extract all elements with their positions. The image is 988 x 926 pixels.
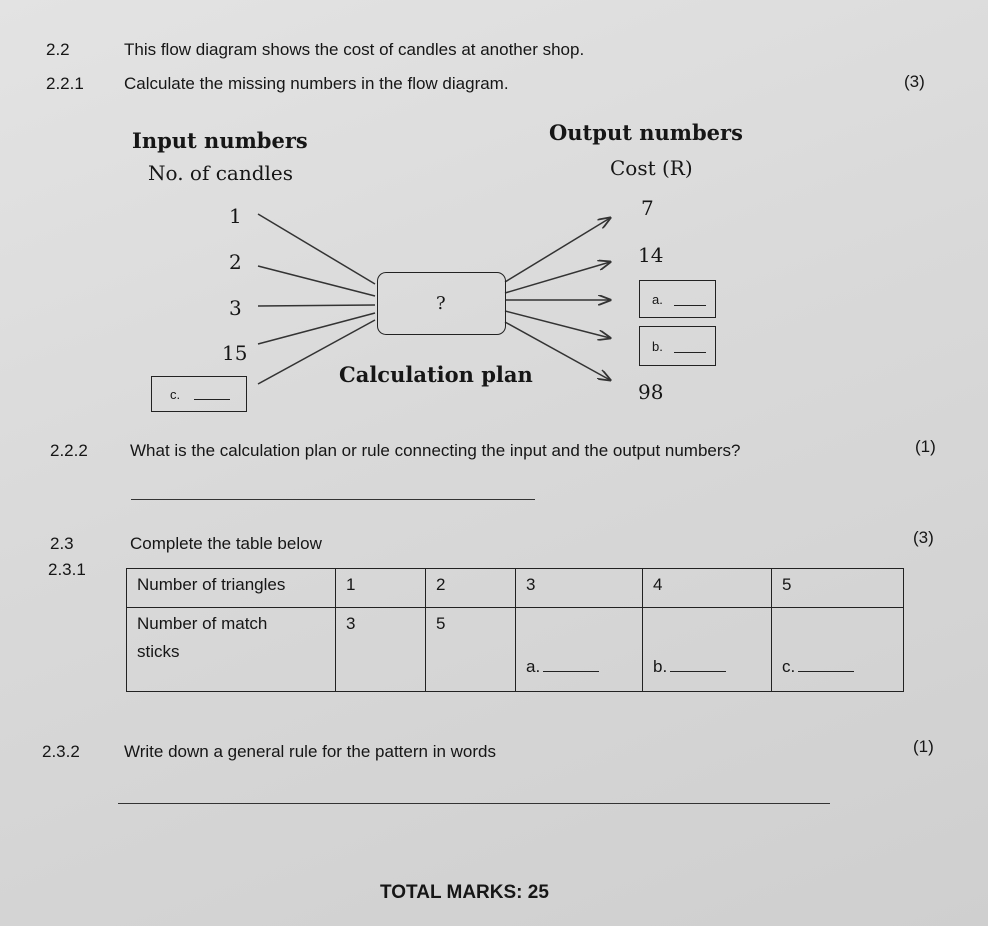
output-arrow-b — [504, 310, 610, 338]
q2-3-2-text: Write down a general rule for the patter… — [124, 742, 496, 761]
q2-3-number: 2.3 — [50, 534, 74, 553]
table-answer-cell-b[interactable]: b. — [642, 607, 772, 692]
input-answer-label-c: c. — [170, 387, 181, 402]
input-value-2: 2 — [229, 250, 242, 274]
calculation-plan-symbol: ? — [436, 293, 446, 314]
q2-2-1-number: 2.2.1 — [46, 74, 84, 93]
total-marks: TOTAL MARKS: 25 — [380, 882, 549, 903]
input-answer-box-c[interactable]: c. — [151, 376, 247, 412]
table-cell: 2 — [425, 568, 516, 608]
input-value-3: 3 — [229, 296, 242, 320]
output-answer-label-b: b. — [652, 339, 663, 354]
output-answer-blank-b[interactable] — [674, 352, 706, 353]
q2-2-2-text: What is the calculation plan or rule con… — [130, 441, 741, 460]
pattern-table: Number of triangles 1 2 3 4 5 Number of … — [126, 568, 904, 692]
q2-2-text: This flow diagram shows the cost of cand… — [124, 40, 585, 59]
output-value-7: 7 — [641, 196, 654, 220]
table-cell: 5 — [425, 607, 516, 692]
q2-3-2-marks: (1) — [913, 737, 934, 756]
table-row-matchsticks: Number of match sticks 3 5 a. b. c. — [126, 607, 904, 692]
table-cell: 5 — [771, 568, 904, 608]
table-header-matchsticks-line1: Number of match — [137, 614, 268, 633]
q2-3-text: Complete the table below — [130, 534, 322, 553]
output-arrow-14 — [504, 262, 610, 294]
calculation-plan-box: ? — [377, 272, 506, 335]
output-answer-box-a[interactable]: a. — [639, 280, 716, 318]
output-answer-box-b[interactable]: b. — [639, 326, 716, 366]
input-numbers-subtitle: No. of candles — [148, 161, 294, 185]
q2-3-1-number: 2.3.1 — [48, 560, 86, 579]
table-cell: 3 — [335, 607, 426, 692]
output-answer-label-a: a. — [652, 292, 663, 307]
output-answer-blank-a[interactable] — [674, 305, 706, 306]
input-line-3 — [257, 304, 376, 307]
q2-3-2-number: 2.3.2 — [42, 742, 80, 761]
table-header-triangles: Number of triangles — [126, 568, 336, 608]
q2-2-2-answer-line[interactable] — [131, 499, 535, 500]
calculation-plan-label: Calculation plan — [339, 362, 533, 387]
output-value-98: 98 — [638, 380, 664, 404]
table-cell: 3 — [515, 568, 643, 608]
input-numbers-title: Input numbers — [132, 128, 308, 153]
q2-3-2-answer-line[interactable] — [118, 803, 830, 804]
input-line-15 — [257, 312, 376, 345]
input-value-1: 1 — [229, 204, 242, 228]
q2-2-2-marks: (1) — [915, 437, 936, 456]
table-cell: 1 — [335, 568, 426, 608]
table-header-matchsticks-line2: sticks — [137, 642, 180, 661]
output-numbers-title: Output numbers — [549, 120, 743, 145]
output-arrow-7 — [504, 218, 610, 283]
input-line-2 — [257, 265, 376, 297]
table-row-triangles: Number of triangles 1 2 3 4 5 — [126, 568, 904, 608]
output-arrow-98 — [504, 321, 610, 380]
table-answer-label-b: b. — [653, 657, 668, 676]
table-answer-cell-a[interactable]: a. — [515, 607, 643, 692]
input-value-15: 15 — [222, 341, 248, 365]
table-answer-blank-b[interactable] — [670, 671, 727, 672]
table-answer-blank-a[interactable] — [543, 671, 600, 672]
input-line-c — [257, 319, 376, 385]
q2-2-1-text: Calculate the missing numbers in the flo… — [124, 74, 509, 93]
output-numbers-subtitle: Cost (R) — [610, 156, 693, 180]
q2-2-number: 2.2 — [46, 40, 70, 59]
table-answer-label-c: c. — [782, 657, 796, 676]
q2-2-2-number: 2.2.2 — [50, 441, 88, 460]
input-answer-blank-c[interactable] — [194, 399, 230, 400]
table-cell: 4 — [642, 568, 772, 608]
table-answer-cell-c[interactable]: c. — [771, 607, 904, 692]
input-line-1 — [257, 213, 376, 285]
table-answer-label-a: a. — [526, 657, 541, 676]
output-value-14: 14 — [638, 243, 664, 267]
q2-2-1-marks: (3) — [904, 72, 925, 91]
table-answer-blank-c[interactable] — [798, 671, 855, 672]
q2-3-marks: (3) — [913, 528, 934, 547]
table-header-matchsticks: Number of match sticks — [126, 607, 336, 692]
